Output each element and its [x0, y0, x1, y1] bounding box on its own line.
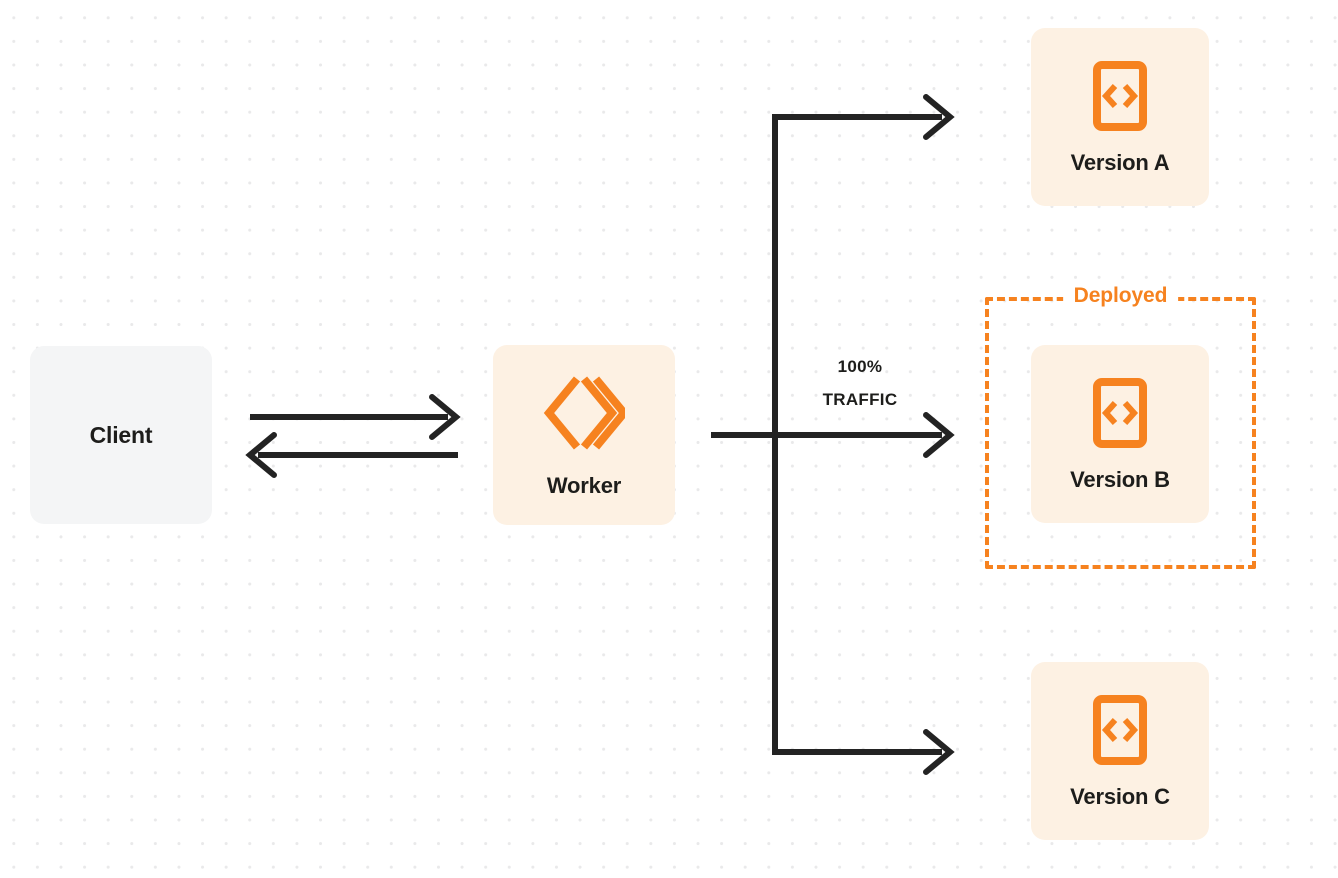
edge-worker-to-version-b	[711, 412, 955, 458]
edge-worker-to-version-a	[772, 94, 955, 140]
node-client[interactable]: Client	[30, 346, 212, 524]
node-version-b[interactable]: Version B	[1031, 345, 1209, 523]
traffic-label: 100% TRAFFIC	[790, 350, 930, 416]
node-version-b-label: Version B	[1070, 467, 1170, 492]
edge-client-to-worker	[250, 394, 461, 440]
code-document-icon	[1092, 694, 1148, 766]
node-version-c-label: Version C	[1070, 784, 1170, 809]
node-worker[interactable]: Worker	[493, 345, 675, 525]
deployed-group-label: Deployed	[1062, 284, 1179, 309]
node-version-a[interactable]: Version A	[1031, 28, 1209, 206]
node-version-c[interactable]: Version C	[1031, 662, 1209, 840]
traffic-word: TRAFFIC	[822, 390, 898, 410]
node-worker-label: Worker	[546, 473, 622, 498]
deployed-group: Deployed	[985, 284, 1256, 569]
code-document-icon	[1092, 377, 1148, 449]
traffic-percent: 100%	[837, 357, 883, 376]
edge-worker-to-version-c	[772, 729, 955, 775]
edge-worker-to-client	[245, 432, 458, 478]
node-client-label: Client	[89, 421, 153, 448]
cloudflare-workers-logo-icon	[543, 373, 630, 453]
code-document-icon	[1092, 60, 1148, 132]
node-version-a-label: Version A	[1070, 150, 1170, 175]
